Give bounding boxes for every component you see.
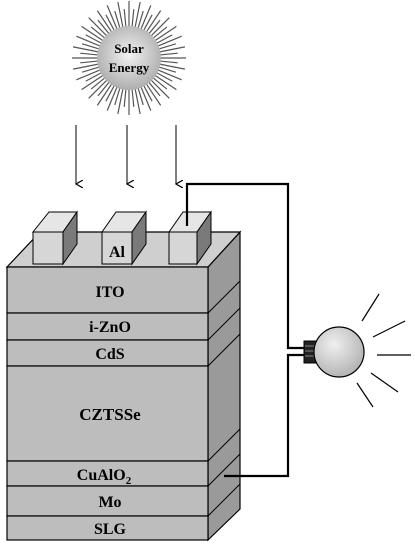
electrode-right bbox=[168, 210, 212, 266]
stack-side-boundaries bbox=[207, 280, 241, 517]
sun-core bbox=[97, 26, 161, 90]
sun-ray bbox=[76, 35, 102, 48]
bulb-socket-threads bbox=[305, 345, 315, 357]
sun-ray bbox=[97, 80, 111, 97]
sun-ray bbox=[81, 43, 101, 50]
sun-ray bbox=[90, 76, 107, 90]
sun-ray bbox=[134, 87, 141, 115]
sun-ray bbox=[151, 76, 168, 90]
sun-ray bbox=[137, 86, 144, 106]
sun-ray bbox=[153, 74, 177, 91]
label-cualo2: CuAlO2 bbox=[77, 467, 132, 487]
sun-ray bbox=[105, 84, 116, 102]
sun-ray bbox=[137, 10, 144, 30]
sun-ray bbox=[158, 46, 186, 53]
sun-ray bbox=[88, 78, 109, 99]
electrode-label: Al bbox=[109, 244, 126, 261]
sun-rays bbox=[72, 1, 186, 115]
sun-ray bbox=[81, 25, 105, 42]
sun-ray bbox=[158, 52, 178, 56]
sun-ray bbox=[85, 34, 103, 45]
bulb-rays bbox=[356, 293, 411, 408]
bulb-glass bbox=[313, 326, 365, 378]
sun-ray bbox=[123, 9, 127, 29]
sun-ray bbox=[147, 19, 161, 36]
sun-label-line1: Solar bbox=[114, 41, 144, 56]
label-cds: CdS bbox=[95, 346, 124, 363]
layer-cualo2 bbox=[6, 460, 209, 487]
sun-ray bbox=[114, 10, 121, 30]
stack-side-face bbox=[207, 230, 241, 542]
sun-ray bbox=[123, 87, 127, 107]
layer-mo bbox=[6, 485, 209, 517]
sun-ray bbox=[72, 63, 100, 70]
label-izno: i-ZnO bbox=[89, 319, 131, 336]
sun-ray bbox=[85, 71, 103, 82]
sun-ray bbox=[97, 19, 111, 36]
sun-ray bbox=[139, 5, 152, 31]
sun-ray bbox=[145, 82, 162, 106]
sun-ray bbox=[147, 80, 161, 97]
sun-ray bbox=[76, 68, 102, 81]
sun-ray bbox=[88, 17, 109, 38]
sun-ray bbox=[142, 84, 153, 102]
sun-ray bbox=[81, 66, 101, 73]
sun-ray bbox=[139, 85, 152, 111]
sun-ray bbox=[114, 86, 121, 106]
sun-ray bbox=[156, 35, 182, 48]
sun-ray bbox=[117, 87, 124, 115]
wire-bottom bbox=[224, 353, 306, 478]
sun-ray bbox=[72, 46, 100, 53]
sun-ray bbox=[149, 17, 170, 38]
sun-ray bbox=[156, 68, 182, 81]
layer-ito bbox=[6, 266, 209, 314]
sun-ray bbox=[80, 52, 100, 56]
light-arrows bbox=[76, 125, 176, 184]
sun-ray bbox=[96, 10, 113, 34]
sun: Solar Energy bbox=[72, 1, 186, 115]
light-bulb bbox=[303, 326, 365, 378]
sun-ray bbox=[105, 14, 116, 32]
layer-cds bbox=[6, 339, 209, 367]
electrode-middle: Al bbox=[101, 210, 147, 266]
sun-ray bbox=[90, 26, 107, 40]
sun-ray bbox=[106, 5, 119, 31]
sun-ray bbox=[134, 1, 141, 29]
electrode-left bbox=[31, 210, 78, 266]
sun-ray bbox=[158, 63, 186, 70]
sun-ray bbox=[149, 78, 170, 99]
label-cztsse: CZTSSe bbox=[79, 405, 141, 424]
sun-ray bbox=[80, 60, 100, 64]
sun-ray bbox=[153, 25, 177, 42]
sun-ray bbox=[131, 87, 135, 107]
electrodes: Al bbox=[31, 210, 212, 266]
sun-ray bbox=[96, 82, 113, 106]
sun-ray bbox=[145, 10, 162, 34]
sun-ray bbox=[142, 14, 153, 32]
sun-ray bbox=[155, 71, 173, 82]
layer-slg bbox=[6, 515, 209, 541]
sun-ray bbox=[157, 66, 177, 73]
sun-ray bbox=[157, 43, 177, 50]
sun-ray bbox=[158, 60, 178, 64]
label-slg: SLG bbox=[94, 521, 127, 538]
layer-cztsse bbox=[6, 365, 209, 462]
sun-ray bbox=[106, 85, 119, 111]
layer-stack: ITO i-ZnO CdS CZTSSe CuAlO2 Mo SLG bbox=[5, 230, 242, 542]
sun-ray bbox=[151, 26, 168, 40]
sun-ray bbox=[155, 34, 173, 45]
wire-top bbox=[185, 182, 306, 350]
sun-label-line2: Energy bbox=[109, 60, 150, 75]
label-ito: ITO bbox=[95, 284, 124, 301]
circuit-wire bbox=[185, 182, 306, 478]
sun-ray bbox=[131, 9, 135, 29]
sun-ray bbox=[81, 74, 105, 91]
sun-ray bbox=[117, 1, 124, 29]
label-mo: Mo bbox=[98, 494, 121, 511]
